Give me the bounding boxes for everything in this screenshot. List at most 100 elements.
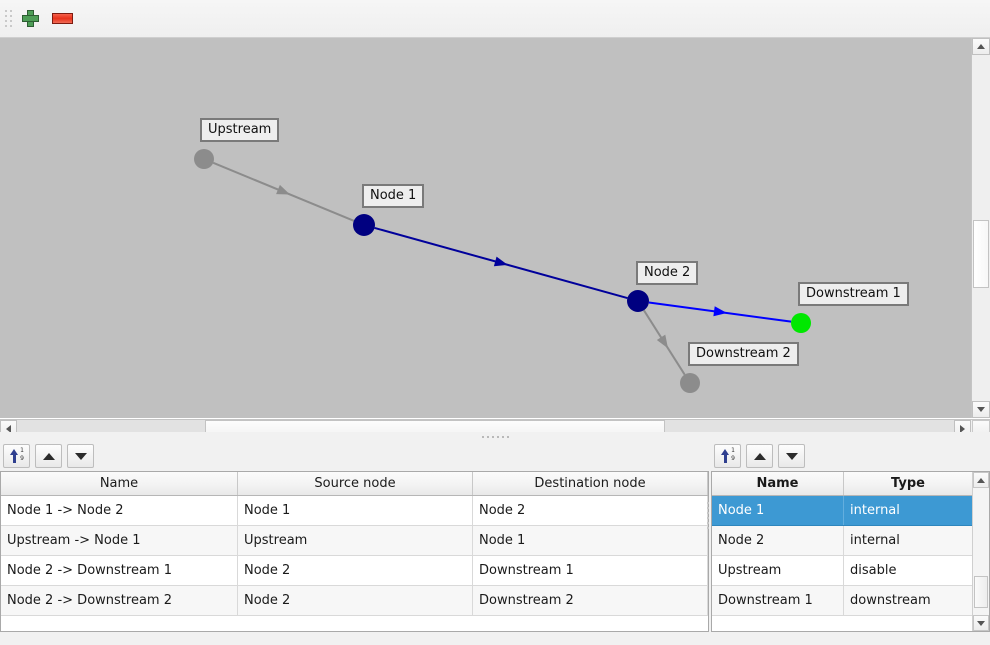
graph-edge-arrow-node2-downstream1 bbox=[713, 306, 727, 317]
nodes-scroll-down-button[interactable] bbox=[973, 615, 989, 631]
table-cell[interactable]: Node 1 -> Node 2 bbox=[1, 495, 238, 526]
column-header-destination-node[interactable]: Destination node bbox=[472, 472, 708, 496]
nodes-scroll-up-button[interactable] bbox=[973, 472, 989, 488]
table-cell[interactable]: Downstream 1 bbox=[472, 555, 708, 586]
nodes-scroll-track[interactable] bbox=[973, 488, 989, 615]
remove-node-button[interactable] bbox=[47, 4, 77, 34]
table-cell[interactable]: Downstream 1 bbox=[712, 585, 844, 616]
column-header-source-node[interactable]: Source node bbox=[237, 472, 473, 496]
graph-vscroll-track[interactable] bbox=[972, 55, 990, 401]
graph-node-label-upstream[interactable]: Upstream bbox=[200, 118, 280, 142]
table-cell[interactable]: Node 2 -> Downstream 2 bbox=[1, 585, 238, 616]
graph-node-label-node2[interactable]: Node 2 bbox=[636, 261, 699, 285]
graph-edge-arrow-node1-node2 bbox=[493, 256, 508, 267]
table-cell[interactable]: Node 2 bbox=[712, 525, 844, 556]
table-cell[interactable]: Node 2 -> Downstream 1 bbox=[1, 555, 238, 586]
edges-move-down-button[interactable] bbox=[67, 444, 94, 468]
graph-scroll-up-button[interactable] bbox=[972, 38, 990, 55]
table-cell[interactable]: disable bbox=[843, 555, 973, 586]
status-strip bbox=[0, 638, 990, 645]
column-header-type[interactable]: Type bbox=[843, 472, 973, 496]
triangle-up-icon bbox=[42, 452, 55, 460]
nodes-move-down-button[interactable] bbox=[778, 444, 805, 468]
splitter-grip-icon bbox=[481, 436, 509, 438]
table-cell[interactable]: Node 1 bbox=[472, 525, 708, 556]
table-cell[interactable]: Upstream -> Node 1 bbox=[1, 525, 238, 556]
pane-splitter-grip-icon[interactable] bbox=[707, 502, 711, 529]
table-cell[interactable]: Upstream bbox=[237, 525, 473, 556]
triangle-down-icon bbox=[785, 452, 798, 460]
graph-node-label-node1[interactable]: Node 1 bbox=[362, 184, 425, 208]
table-cell[interactable]: downstream bbox=[843, 585, 973, 616]
add-node-button[interactable] bbox=[15, 4, 45, 34]
chevron-right-icon bbox=[960, 425, 965, 433]
table-cell[interactable]: internal bbox=[843, 495, 973, 526]
table-cell[interactable]: Node 1 bbox=[237, 495, 473, 526]
graph-node-node2[interactable] bbox=[627, 290, 649, 312]
triangle-down-icon bbox=[74, 452, 87, 460]
graph-node-upstream[interactable] bbox=[194, 149, 214, 169]
triangle-up-icon bbox=[753, 452, 766, 460]
nodes-scroll-thumb[interactable] bbox=[974, 576, 988, 608]
horizontal-splitter[interactable] bbox=[0, 432, 990, 442]
graph-node-node1[interactable] bbox=[353, 214, 375, 236]
graph-vertical-scrollbar[interactable] bbox=[971, 38, 990, 418]
table-cell[interactable]: Node 1 bbox=[712, 495, 844, 526]
chevron-up-icon bbox=[977, 44, 985, 49]
toolbar-drag-handle[interactable] bbox=[3, 8, 13, 30]
column-header-name[interactable]: Name bbox=[1, 472, 238, 496]
nodes-table-scrollbar[interactable] bbox=[972, 472, 989, 631]
table-cell[interactable]: internal bbox=[843, 525, 973, 556]
graph-node-label-downstream2[interactable]: Downstream 2 bbox=[688, 342, 799, 366]
nodes-move-up-button[interactable] bbox=[746, 444, 773, 468]
chevron-left-icon bbox=[6, 425, 11, 433]
chevron-down-icon bbox=[977, 620, 985, 626]
main-toolbar bbox=[0, 0, 990, 38]
chevron-down-icon bbox=[977, 407, 985, 412]
table-cell-empty bbox=[843, 615, 973, 631]
graph-node-downstream2[interactable] bbox=[680, 373, 700, 393]
edges-move-up-button[interactable] bbox=[35, 444, 62, 468]
table-cell[interactable]: Node 2 bbox=[472, 495, 708, 526]
table-cell[interactable]: Upstream bbox=[712, 555, 844, 586]
graph-node-label-downstream1[interactable]: Downstream 1 bbox=[798, 282, 909, 306]
table-row-empty bbox=[1, 615, 708, 631]
table-row-empty bbox=[712, 615, 973, 631]
graph-scroll-down-button[interactable] bbox=[972, 401, 990, 418]
table-cell[interactable]: Node 2 bbox=[237, 585, 473, 616]
graph-node-downstream1[interactable] bbox=[791, 313, 811, 333]
table-cell[interactable]: Downstream 2 bbox=[472, 585, 708, 616]
table-cell[interactable]: Node 2 bbox=[237, 555, 473, 586]
plus-icon bbox=[21, 10, 39, 27]
graph-vscroll-thumb[interactable] bbox=[973, 220, 989, 288]
column-header-name[interactable]: Name bbox=[712, 472, 844, 496]
table-cell-empty bbox=[712, 615, 844, 631]
table-cell-empty bbox=[472, 615, 708, 631]
